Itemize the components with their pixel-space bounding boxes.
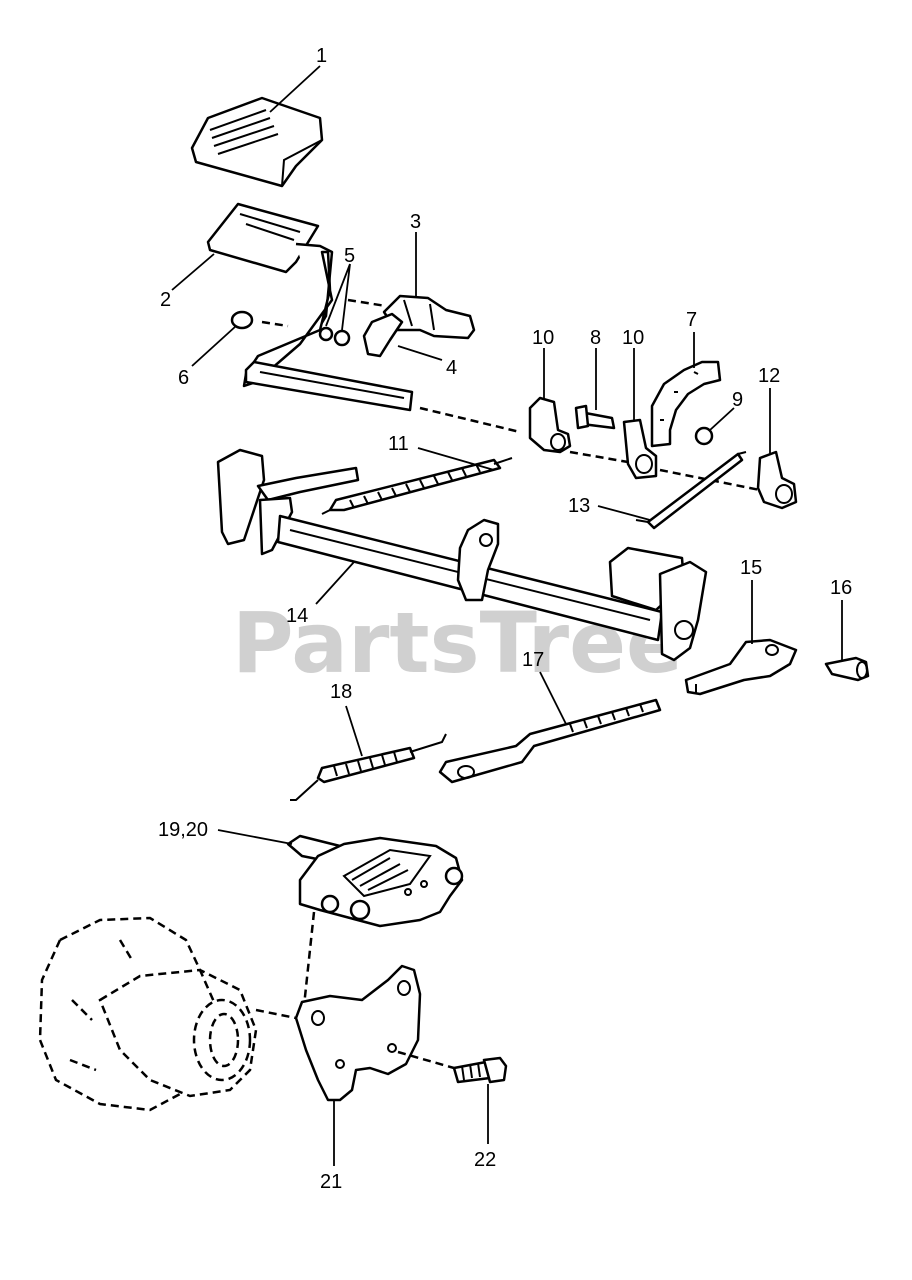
callout-22: 22 [474,1149,496,1171]
part-17-brake-rod[interactable] [438,698,662,784]
part-13-rod[interactable] [635,451,747,530]
callout-6: 6 [178,367,189,389]
part-10-arm-left[interactable] [528,396,572,454]
part-7-quadrant[interactable] [650,360,722,448]
callout-19-20: 19,20 [158,819,208,841]
callout-2: 2 [160,289,171,311]
callout-4: 4 [446,357,457,379]
callout-13: 13 [568,495,590,517]
callout-12: 12 [758,365,780,387]
part-19-20-caliper[interactable] [286,834,464,928]
part-9-nut[interactable] [694,426,714,446]
brake-disc-phantom [38,916,297,1112]
part-4-latch[interactable] [362,312,404,358]
part-15-clevis[interactable] [684,638,798,696]
callout-11: 11 [388,433,409,455]
part-1-pedal-pad[interactable] [190,96,324,188]
part-22-bolt[interactable] [452,1056,508,1084]
part-2-pedal[interactable] [206,202,414,412]
part-14-cross-shaft[interactable] [216,448,708,662]
part-6-nut[interactable] [230,310,254,330]
callout-21: 21 [320,1171,342,1193]
part-18-spring[interactable] [290,733,447,801]
callout-17: 17 [522,649,544,671]
callout-1: 1 [316,45,327,67]
callout-10-left: 10 [532,327,554,349]
leader-lines [171,65,843,1166]
callout-labels: 1 2 3 4 5 6 7 8 9 10 10 11 12 13 14 15 1… [158,45,852,1193]
part-16-pin[interactable] [824,656,870,682]
part-5-nuts[interactable] [318,326,351,347]
callout-18: 18 [330,681,352,703]
callout-3: 3 [410,211,421,233]
part-12-arm[interactable] [756,450,798,510]
part-11-spring[interactable] [321,457,513,515]
part-21-mounting-plate[interactable] [294,964,422,1102]
callout-14: 14 [286,605,308,627]
callout-8: 8 [590,327,601,349]
part-8-bolt[interactable] [574,404,616,430]
part-3-bracket[interactable] [382,294,476,340]
callout-7: 7 [686,309,697,331]
callout-15: 15 [740,557,762,579]
callout-5: 5 [344,245,355,267]
callout-16: 16 [830,577,852,599]
callout-10-right: 10 [622,327,644,349]
callout-9: 9 [732,389,743,411]
part-10-arm-right[interactable] [622,418,658,480]
